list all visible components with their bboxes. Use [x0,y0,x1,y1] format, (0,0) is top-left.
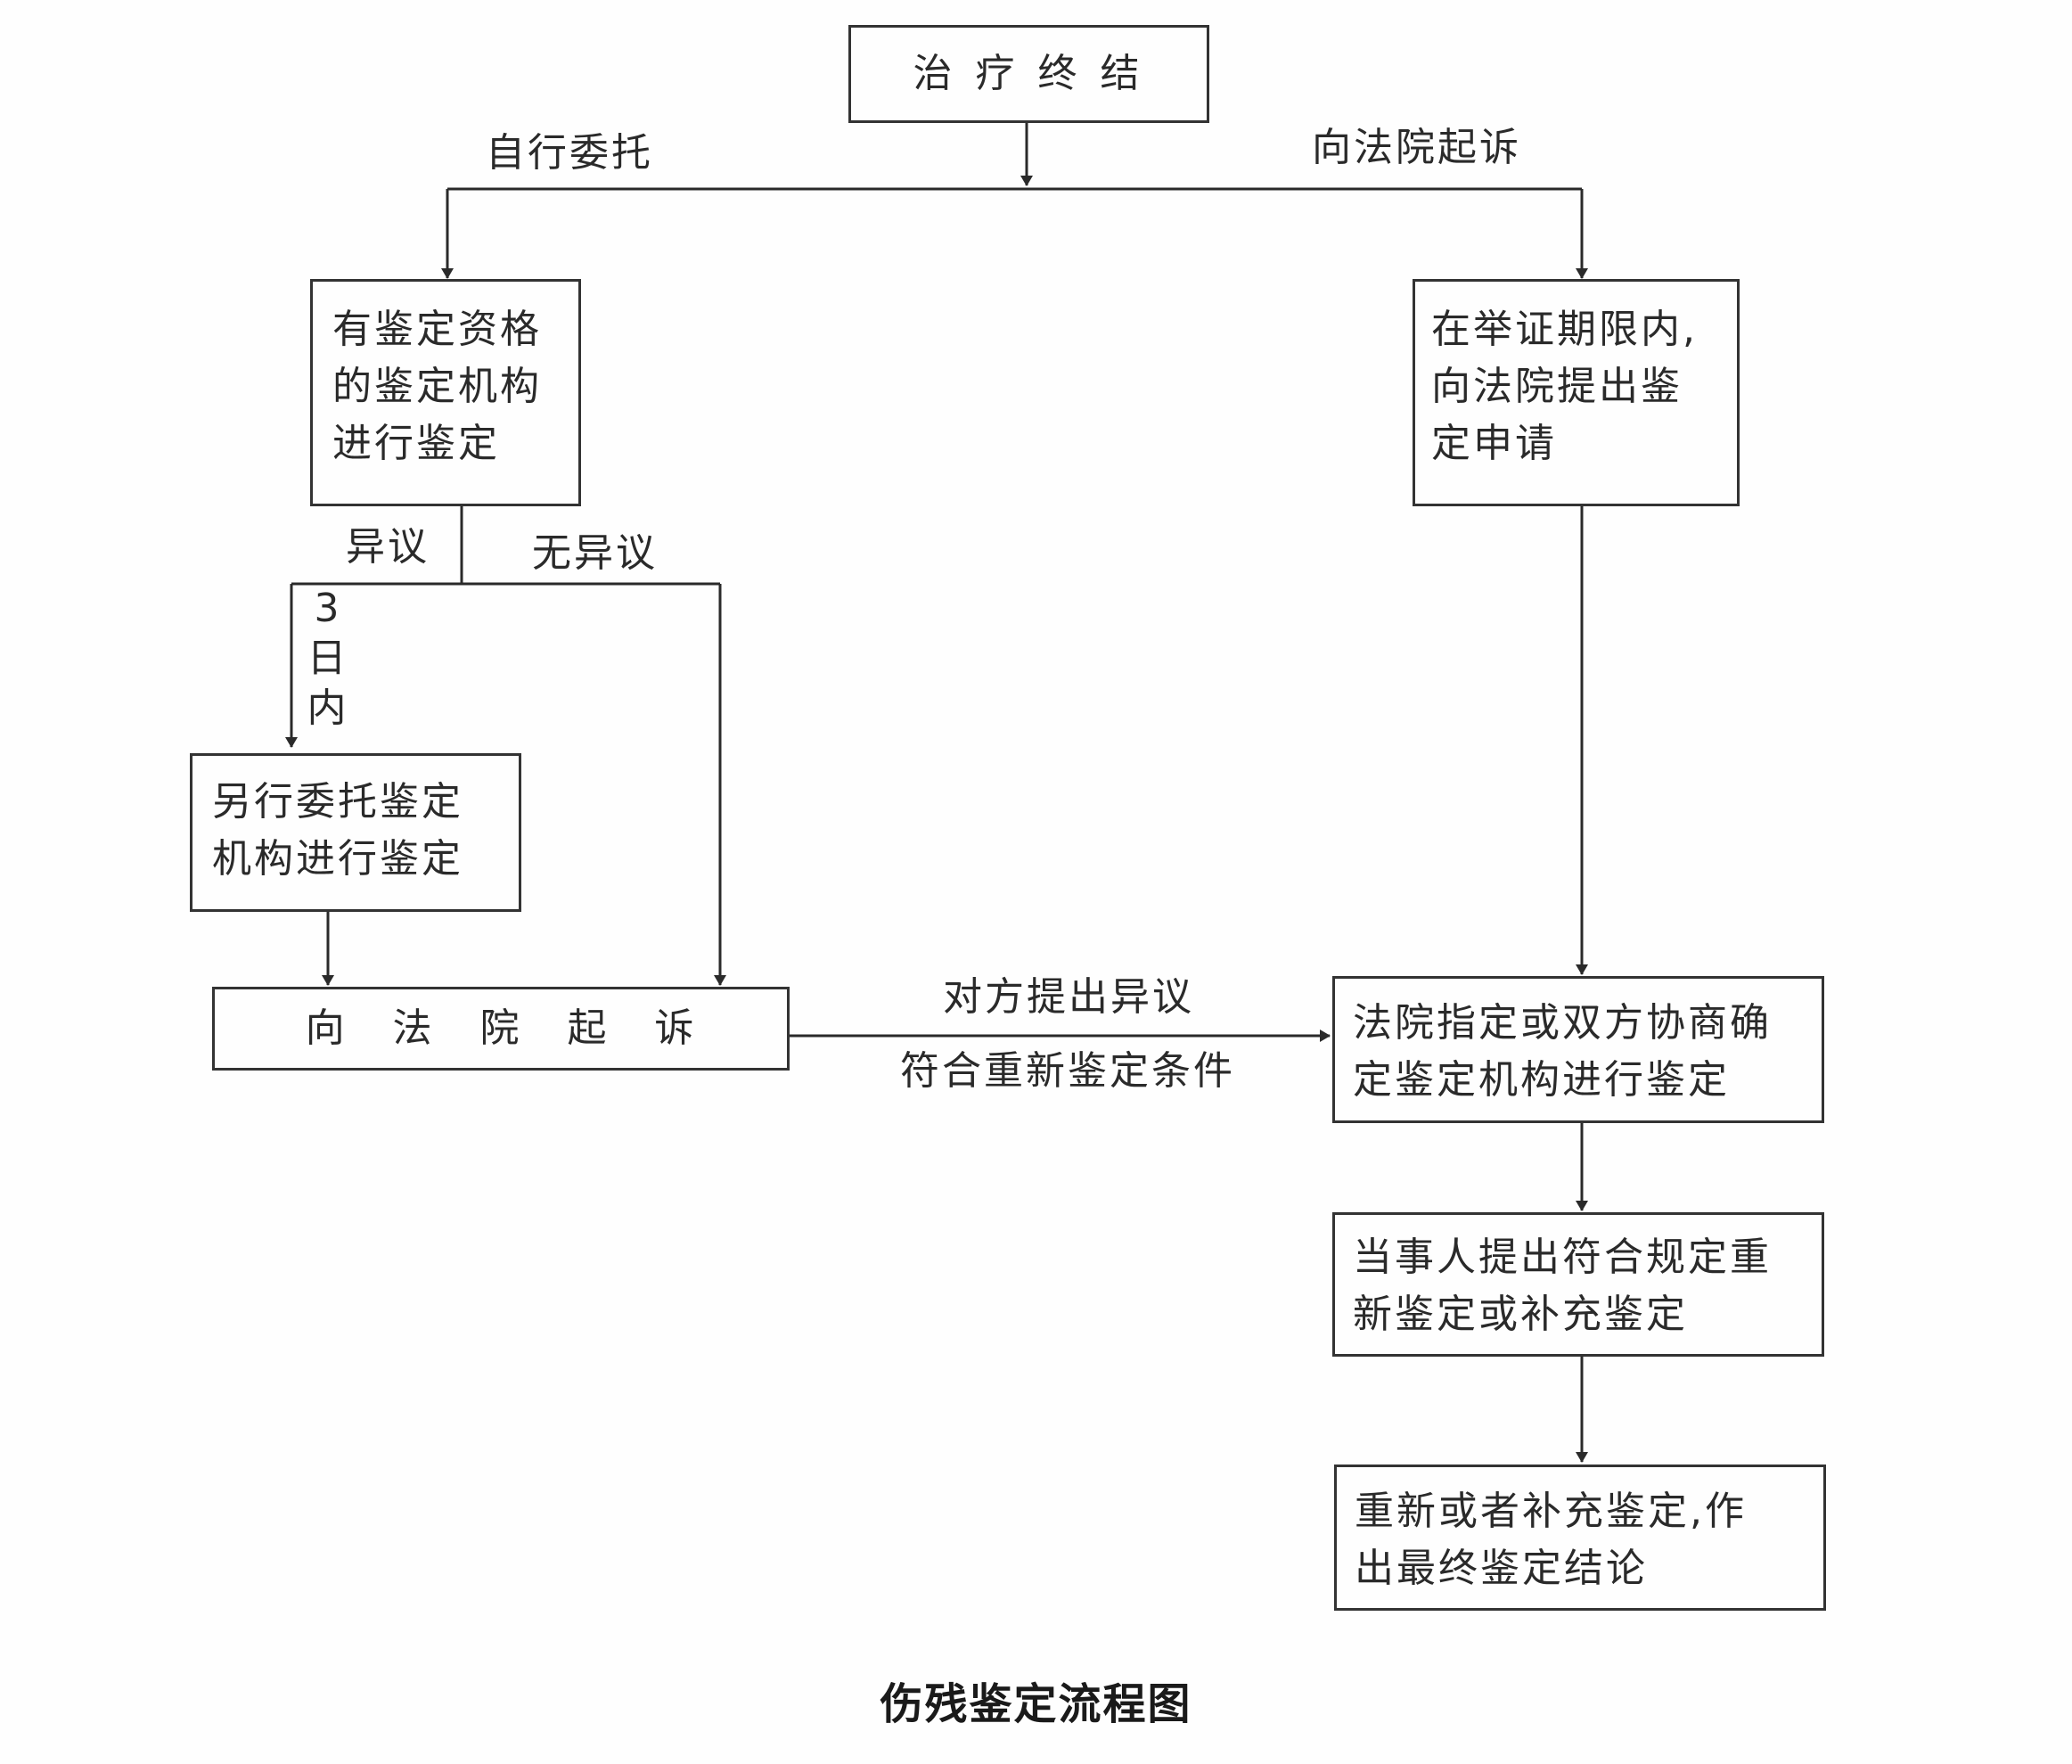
label-self-entrust: 自行委托 [486,130,653,176]
label-sue-in-court: 向法院起诉 [1312,125,1521,170]
node-party-request: 当事人提出符合规定重 新鉴定或补充鉴定 [1332,1212,1824,1357]
label-meets-conditions: 符合重新鉴定条件 [900,1048,1235,1094]
label-within-3-days: 3 日 内 [307,586,349,731]
label-objection: 异议 [346,524,430,570]
node-other-institution: 另行委托鉴定 机构进行鉴定 [190,753,521,912]
node-final-conclusion: 重新或者补充鉴定,作 出最终鉴定结论 [1334,1465,1826,1611]
diagram-caption: 伤残鉴定流程图 [880,1679,1192,1729]
label-other-party-objects: 对方提出异议 [943,974,1194,1020]
label-no-objection: 无异议 [532,530,658,576]
node-court-request: 在举证期限内, 向法院提出鉴 定申请 [1413,279,1740,506]
node-court-designate: 法院指定或双方协商确 定鉴定机构进行鉴定 [1332,976,1824,1123]
node-qualified-institution: 有鉴定资格 的鉴定机构 进行鉴定 [310,279,581,506]
node-treatment-end: 治 疗 终 结 [848,25,1209,123]
node-sue-court: 向 法 院 起 诉 [212,987,790,1071]
